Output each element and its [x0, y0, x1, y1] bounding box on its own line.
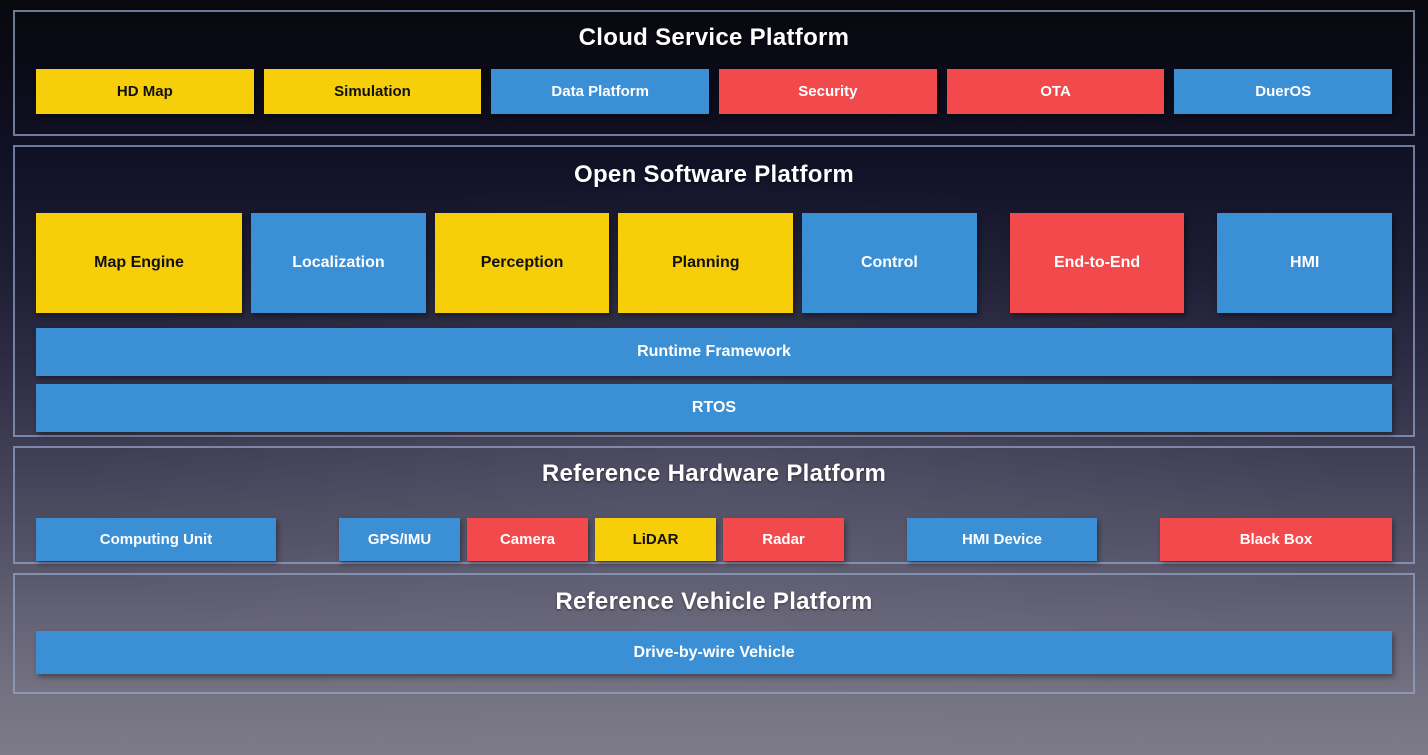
box-computing-unit: Computing Unit: [36, 518, 276, 561]
box-gps-imu: GPS/IMU: [339, 518, 460, 561]
box-radar: Radar: [723, 518, 844, 561]
box-lidar: LiDAR: [595, 518, 716, 561]
software-section-title: Open Software Platform: [574, 161, 854, 188]
sensor-cluster: GPS/IMU Camera LiDAR Radar: [339, 518, 844, 561]
box-ota: OTA: [946, 69, 1165, 114]
box-dueros: DuerOS: [1174, 69, 1393, 114]
software-modules-row: Map Engine Localization Perception Plann…: [36, 213, 1393, 313]
hardware-section-title: Reference Hardware Platform: [541, 460, 887, 487]
box-hmi-device: HMI Device: [907, 518, 1097, 561]
box-black-box: Black Box: [1160, 518, 1392, 561]
hardware-boxes-row: Computing Unit GPS/IMU Camera LiDAR Rada…: [36, 518, 1392, 561]
box-end-to-end: End-to-End: [1009, 213, 1185, 313]
box-simulation: Simulation: [263, 69, 482, 114]
vehicle-section-title: Reference Vehicle Platform: [555, 588, 873, 615]
box-security: Security: [719, 69, 937, 114]
box-control: Control: [802, 213, 977, 313]
box-planning: Planning: [618, 213, 794, 313]
section-reference-hardware-platform: Reference Hardware Platform Computing Un…: [13, 446, 1415, 564]
box-perception: Perception: [434, 213, 610, 313]
cloud-boxes-row: HD Map Simulation Data Platform Security…: [36, 69, 1393, 114]
box-hmi: HMI: [1217, 213, 1393, 313]
box-hd-map: HD Map: [36, 69, 254, 114]
bar-runtime-framework: Runtime Framework: [36, 328, 1392, 376]
section-reference-vehicle-platform: Reference Vehicle Platform Drive-by-wire…: [13, 573, 1415, 694]
bar-drive-by-wire-vehicle: Drive-by-wire Vehicle: [36, 631, 1392, 674]
cloud-section-title: Cloud Service Platform: [578, 24, 850, 51]
section-cloud-service-platform: Cloud Service Platform HD Map Simulation…: [13, 10, 1415, 136]
box-map-engine: Map Engine: [36, 213, 243, 313]
bar-rtos: RTOS: [36, 384, 1392, 432]
architecture-diagram: Cloud Service Platform HD Map Simulation…: [13, 10, 1415, 694]
box-data-platform: Data Platform: [491, 69, 710, 114]
box-localization: Localization: [251, 213, 426, 313]
section-open-software-platform: Open Software Platform Map Engine Locali…: [13, 145, 1415, 437]
box-camera: Camera: [467, 518, 588, 561]
